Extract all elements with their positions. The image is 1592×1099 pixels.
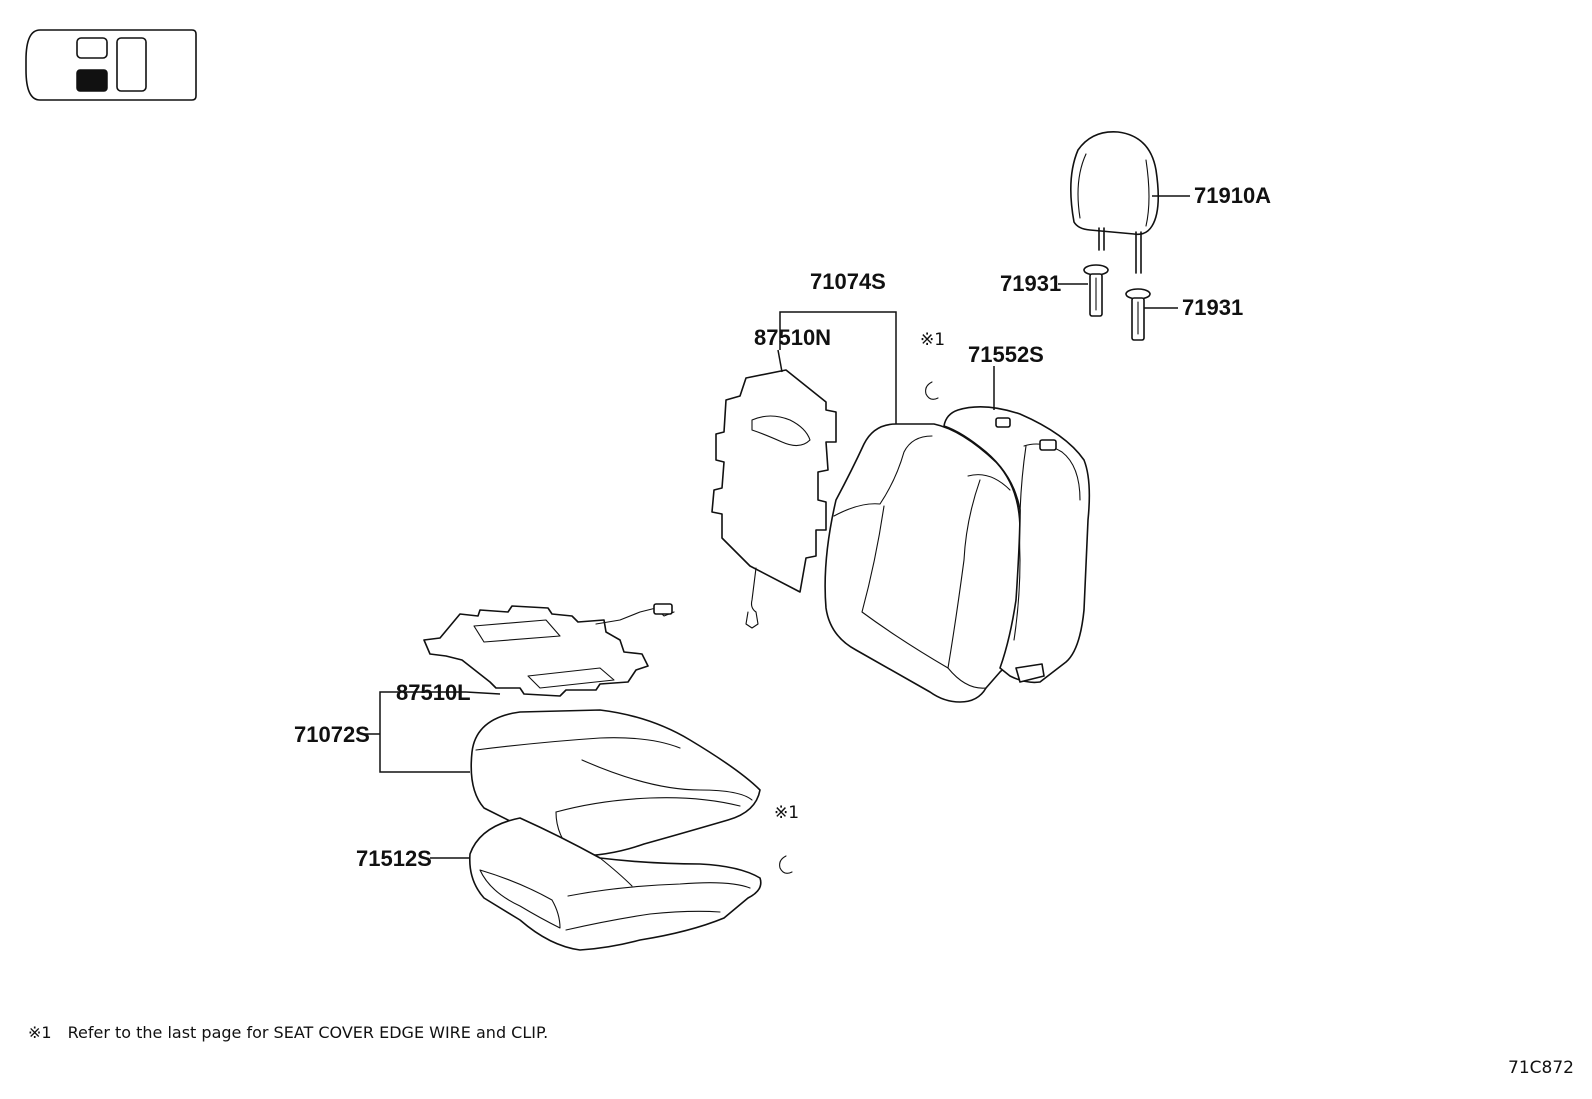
- cushion-pad-drawing: [468, 817, 762, 951]
- headrest-support-left-drawing: [1083, 264, 1109, 317]
- note-mark-upper: ※1: [920, 330, 945, 350]
- footnote-text: Refer to the last page for SEAT COVER ED…: [67, 1023, 549, 1042]
- cushion-cover-drawing: [470, 709, 761, 857]
- note-mark-lower: ※1: [774, 803, 799, 823]
- clip-upper-drawing: [925, 381, 939, 400]
- footnote-mark: ※1: [28, 1023, 52, 1042]
- label-cushion-heater: 87510L: [396, 680, 471, 705]
- label-headrest-support-left: 71931: [1000, 271, 1061, 296]
- label-cushion-pad: 71512S: [356, 846, 432, 871]
- label-seatback-pad: 71552S: [968, 342, 1044, 367]
- seat-position-locator-icon: [25, 29, 197, 101]
- label-headrest-support-right: 71931: [1182, 295, 1243, 320]
- seatback-cover-drawing: [824, 423, 1021, 703]
- headrest-support-right-drawing: [1125, 288, 1151, 341]
- footnote: ※1 Refer to the last page for SEAT COVER …: [28, 1023, 548, 1042]
- leader-lines: [364, 195, 1190, 859]
- seatback-heater-drawing: [711, 369, 837, 629]
- seatback-pad-drawing: [943, 406, 1091, 684]
- label-seatback-cover-group: 71074S: [810, 269, 886, 294]
- headrest-drawing: [1070, 131, 1160, 274]
- label-seatback-heater: 87510N: [754, 325, 831, 350]
- label-cushion-cover-group: 71072S: [294, 722, 370, 747]
- cushion-heater-drawing: [423, 603, 675, 697]
- clip-lower-drawing: [779, 855, 793, 874]
- label-headrest: 71910A: [1194, 183, 1271, 208]
- figure-code: 71C872: [1508, 1058, 1574, 1078]
